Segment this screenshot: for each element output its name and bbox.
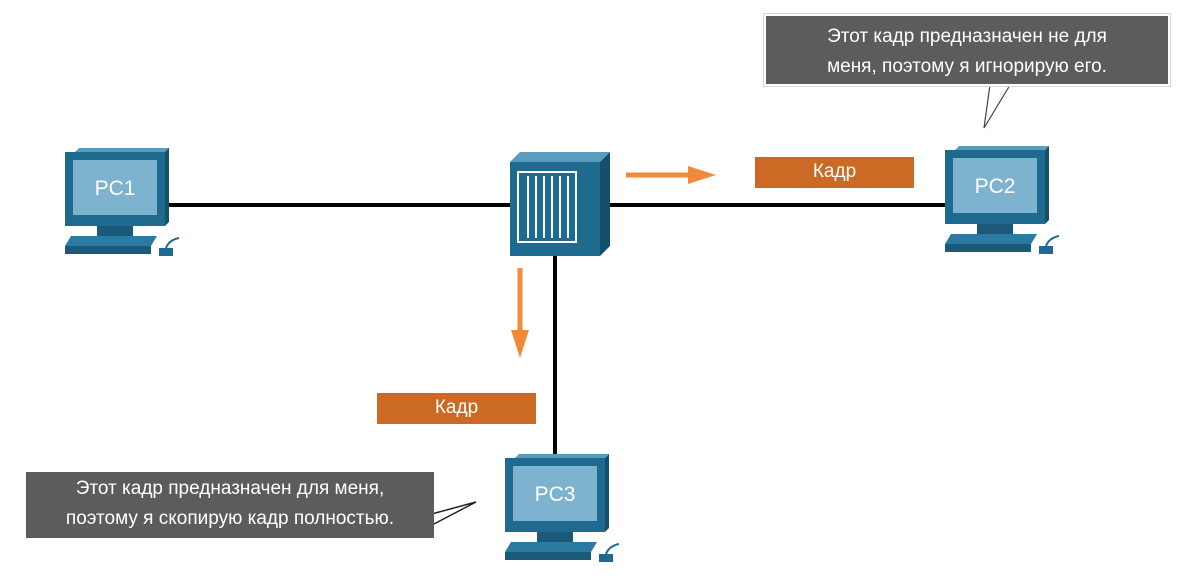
pc2-callout-pointer [983,84,1012,129]
pc2-callout-line-1: Этот кадр предназначен не для [827,26,1107,47]
pc2-callout: Этот кадр предназначен не для меня, поэт… [764,14,1170,86]
frame-to-pc3: Кадр [377,393,536,424]
pc3-callout-line-1: Этот кадр предназначен для меня, [75,478,385,499]
pc1-label: PC1 [95,177,136,200]
pc3-computer-icon: PC3 [504,453,620,563]
pc3-callout-line-2: поэтому я скопирую кадр полностью. [65,508,395,529]
pc2-computer-icon: PC2 [944,145,1060,255]
pc1-computer-icon: PC1 [64,147,180,257]
pc3-callout-pointer [426,501,477,527]
pc2-callout-line-2: меня, поэтому я игнорирую его. [827,56,1107,77]
pc3-callout: Этот кадр предназначен для меня, поэтому… [26,472,434,538]
arrow-down-icon [511,268,529,358]
switch-icon [510,152,610,256]
frame-to-pc2: Кадр [755,157,914,188]
pc3-label: PC3 [535,483,576,506]
arrow-right-icon [626,166,716,184]
pc2-label: PC2 [975,175,1016,198]
